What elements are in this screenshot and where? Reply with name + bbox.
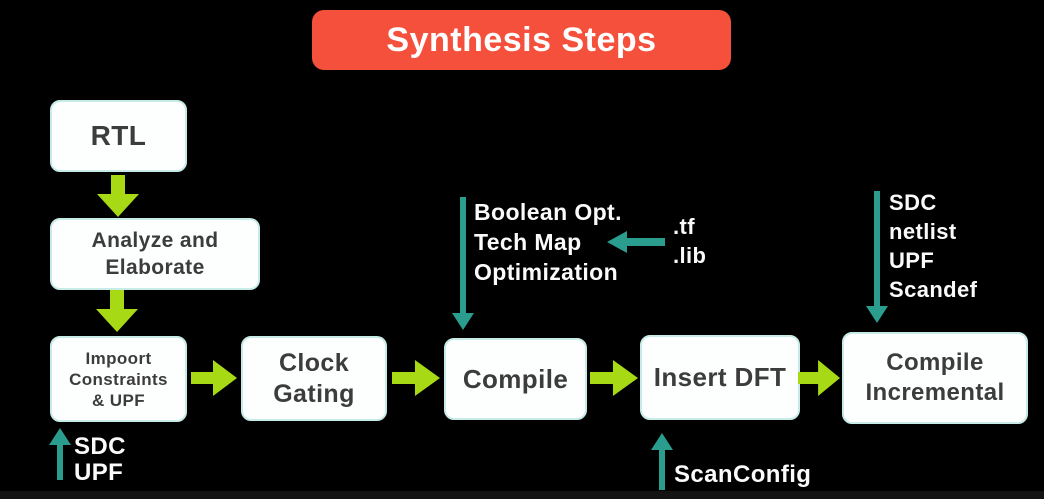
annotation-tf-lib: .tf .lib (673, 212, 706, 270)
right-arrow-icon (191, 360, 237, 396)
flow-box-analyze-elaborate: Analyze and Elaborate (50, 218, 260, 290)
flow-box-clock-gating: Clock Gating (241, 336, 387, 421)
annotation-line: SDC (74, 433, 126, 460)
flow-box-compileinc-line: Incremental (865, 379, 1005, 406)
right-arrow-icon (798, 360, 840, 396)
annotation-line: SDC (889, 190, 937, 215)
annotation-sdc-upf: SDC UPF (74, 434, 126, 486)
down-arrow-icon (866, 191, 888, 323)
flow-box-clock-line: Gating (273, 379, 355, 408)
flow-box-analyze-line: Elaborate (105, 256, 205, 279)
up-arrow-icon (49, 428, 71, 480)
down-arrow-icon (97, 175, 139, 217)
annotation-line: .tf (673, 214, 695, 239)
flow-box-rtl-label: RTL (90, 120, 147, 151)
flow-box-rtl: RTL (50, 100, 187, 172)
flow-box-compile-label: Compile (462, 363, 569, 394)
flow-box-clock-line: Clock (278, 348, 350, 377)
annotation-line: ScanConfig (674, 461, 812, 488)
bottom-edge-divider (0, 491, 1044, 499)
flow-box-import-constraints: Impoort Constraints & UPF (50, 336, 187, 422)
flow-box-import-line: Impoort (85, 348, 152, 368)
annotation-line: Boolean Opt. (474, 199, 622, 225)
down-arrow-icon (96, 290, 138, 332)
right-arrow-icon (392, 360, 440, 396)
flow-box-insert-dft: Insert DFT (640, 335, 800, 420)
title-banner: Synthesis Steps (312, 10, 731, 70)
annotation-line: Tech Map (474, 229, 582, 255)
annotation-line: Scandef (889, 277, 978, 302)
annotation-scanconfig: ScanConfig (674, 461, 811, 489)
down-arrow-icon (452, 197, 474, 330)
annotation-line: UPF (889, 248, 935, 273)
flow-box-import-line: & UPF (92, 390, 145, 410)
flow-box-import-line: Constraints (69, 369, 168, 389)
right-arrow-icon (590, 360, 638, 396)
flow-box-compileinc-line: Compile (886, 349, 984, 376)
up-arrow-icon (651, 433, 673, 490)
annotation-line: netlist (889, 219, 957, 244)
flow-box-compile: Compile (444, 338, 587, 420)
annotation-line: UPF (74, 459, 124, 486)
annotation-incremental-inputs: SDC netlist UPF Scandef (889, 188, 977, 304)
flow-box-insert-dft-label: Insert DFT (653, 362, 787, 392)
left-arrow-icon (607, 231, 665, 253)
annotation-compile-inputs: Boolean Opt. Tech Map Optimization (474, 197, 622, 287)
diagram-title: Synthesis Steps (386, 20, 657, 59)
annotation-line: Optimization (474, 259, 619, 285)
annotation-line: .lib (673, 243, 707, 268)
flow-box-analyze-line: Analyze and (91, 229, 219, 252)
flow-box-compile-incremental: Compile Incremental (842, 332, 1028, 424)
